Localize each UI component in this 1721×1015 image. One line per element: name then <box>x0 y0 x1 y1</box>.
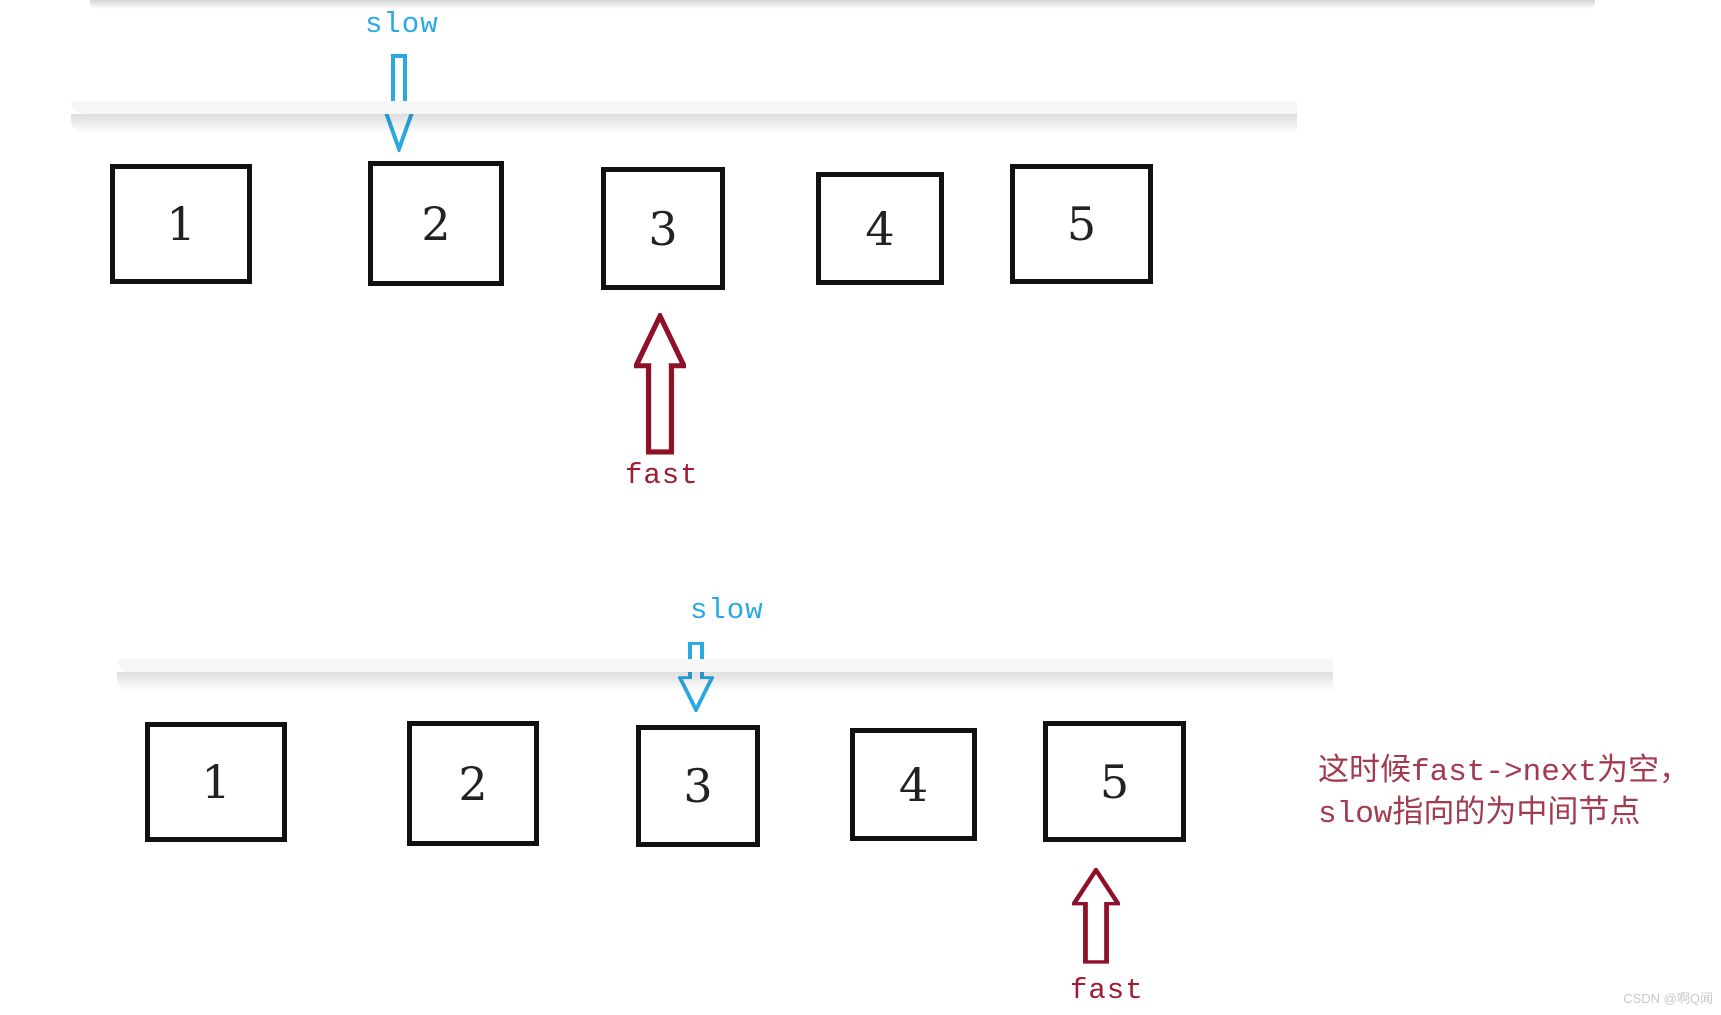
slow-pointer-label-1: slow <box>365 8 439 41</box>
node-value: 4 <box>865 201 895 256</box>
list-node: 1 <box>145 722 287 842</box>
fast-up-arrow-icon-1 <box>634 313 686 455</box>
page-break-band-1 <box>71 101 1297 134</box>
list-node: 3 <box>601 167 725 290</box>
list-node: 4 <box>850 728 977 841</box>
node-value: 3 <box>648 201 678 256</box>
slow-down-arrow-icon-2 <box>678 642 714 712</box>
list-node: 2 <box>368 161 504 286</box>
fast-pointer-label-1: fast <box>625 459 699 492</box>
node-value: 1 <box>201 755 231 809</box>
list-node: 5 <box>1010 164 1153 284</box>
page-break-band-2 <box>117 659 1333 692</box>
list-node: 1 <box>110 164 252 284</box>
csdn-watermark: CSDN @啊Q闻 <box>1623 991 1713 1006</box>
node-value: 5 <box>1066 197 1097 251</box>
node-value: 2 <box>458 756 488 811</box>
fast-pointer-label-2: fast <box>1070 974 1144 1007</box>
list-node: 3 <box>636 725 760 847</box>
annotation-line-2: slow指向的为中间节点 <box>1318 797 1641 832</box>
list-node: 5 <box>1043 721 1186 842</box>
annotation-line-1: 这时候fast->next为空， <box>1318 755 1691 790</box>
list-node: 2 <box>407 721 539 846</box>
node-value: 1 <box>166 197 196 251</box>
list-node: 4 <box>816 172 944 285</box>
node-value: 5 <box>1099 754 1130 809</box>
annotation-text: 这时候fast->next为空， slow指向的为中间节点 <box>1318 752 1690 836</box>
fast-up-arrow-icon-2 <box>1072 868 1120 964</box>
node-value: 4 <box>898 757 929 812</box>
slow-pointer-label-2: slow <box>690 594 764 627</box>
top-edge-shadow <box>90 0 1595 9</box>
node-value: 3 <box>683 759 713 813</box>
node-value: 2 <box>421 196 451 251</box>
